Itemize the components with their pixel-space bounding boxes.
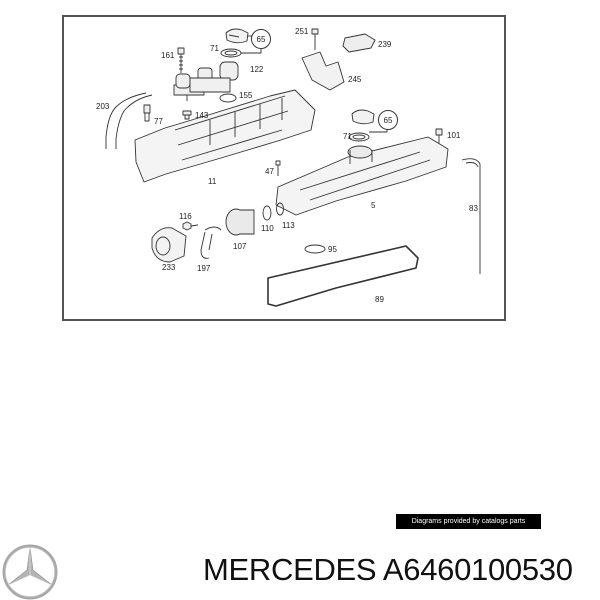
callout-110: 110 xyxy=(261,224,274,233)
callout-197: 197 xyxy=(197,264,211,273)
part-number: A6460100530 xyxy=(382,552,573,587)
callout-65-right: 65 xyxy=(378,110,398,130)
left-valve-cover-icon xyxy=(134,89,316,183)
callout-161: 161 xyxy=(161,51,175,60)
plug-icon xyxy=(182,110,192,120)
callout-71-left: 71 xyxy=(210,44,219,53)
seal-ring-icon xyxy=(304,244,326,254)
callout-143: 143 xyxy=(195,111,209,120)
callout-233: 233 xyxy=(162,263,176,272)
oil-filler-cap-icon xyxy=(351,109,375,125)
callout-83: 83 xyxy=(469,204,478,213)
credit-text: Diagrams provided by catalogs parts xyxy=(411,518,526,525)
bolt-icon xyxy=(177,47,185,73)
callout-251: 251 xyxy=(295,27,309,36)
callout-65-left: 65 xyxy=(251,29,271,49)
screw-icon xyxy=(182,221,199,231)
dipstick-tube-icon xyxy=(461,158,481,274)
seal-ring-icon xyxy=(219,93,237,103)
bolt-icon xyxy=(311,28,319,50)
callout-95: 95 xyxy=(328,245,337,254)
oil-filler-cap-icon xyxy=(225,28,249,44)
pump-cover-icon xyxy=(151,227,187,263)
part-title: MERCEDES A6460100530 xyxy=(203,552,573,588)
callout-101: 101 xyxy=(447,131,461,140)
callout-89: 89 xyxy=(375,295,384,304)
callout-116: 116 xyxy=(179,212,192,221)
oil-separator-icon xyxy=(173,61,239,101)
callout-71-right: 71 xyxy=(343,132,352,141)
clip-icon xyxy=(342,33,376,53)
right-valve-cover-icon xyxy=(275,136,449,216)
sensor-icon xyxy=(143,104,151,122)
callout-107: 107 xyxy=(233,242,247,251)
breather-hose-icon xyxy=(105,92,153,149)
pump-icon xyxy=(225,208,255,236)
callout-155: 155 xyxy=(239,91,253,100)
seal-ring-icon xyxy=(220,48,242,58)
seal-ring-icon xyxy=(262,205,272,221)
callout-122: 122 xyxy=(250,65,264,74)
diagram-credit-badge: Diagrams provided by catalogs parts xyxy=(396,514,541,529)
callout-47: 47 xyxy=(265,167,274,176)
callout-239: 239 xyxy=(378,40,392,49)
pipe-icon xyxy=(200,226,222,259)
seal-ring-icon xyxy=(348,132,370,142)
bracket-icon xyxy=(301,51,345,91)
callout-245: 245 xyxy=(348,75,362,84)
callout-203: 203 xyxy=(96,102,110,111)
callout-77: 77 xyxy=(154,117,163,126)
brand-name: MERCEDES xyxy=(203,552,377,587)
callout-113: 113 xyxy=(282,221,295,230)
seal-ring-icon xyxy=(276,202,284,216)
valve-cover-gasket-icon xyxy=(267,245,419,307)
callout-11: 11 xyxy=(208,177,217,186)
callout-5: 5 xyxy=(371,201,376,210)
mercedes-star-icon xyxy=(2,544,58,600)
bolt-icon xyxy=(275,160,281,176)
